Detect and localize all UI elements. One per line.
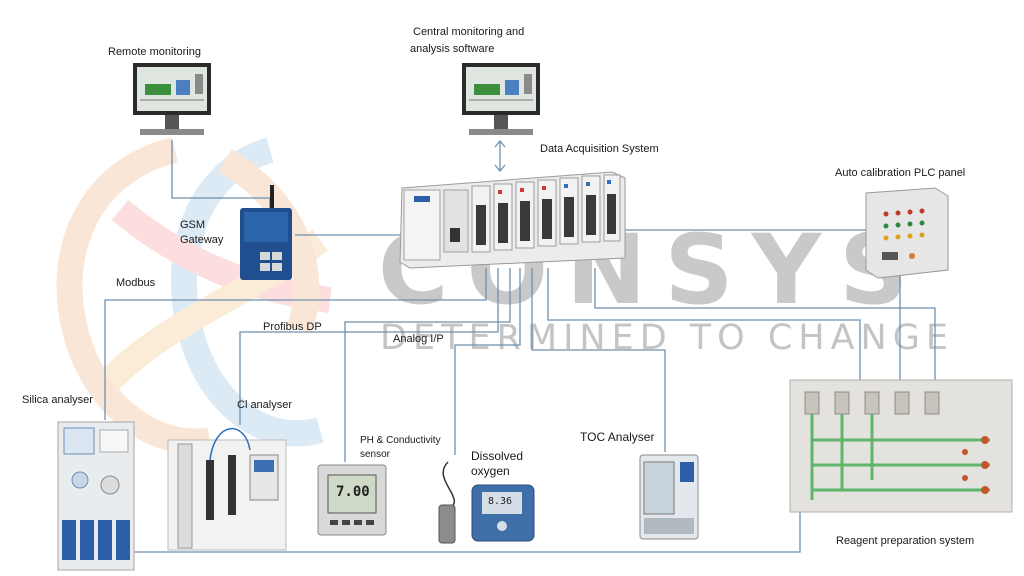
gsm-label-1: GSM [180, 219, 206, 231]
remote-monitoring-label: Remote monitoring [108, 46, 201, 58]
reagent-system-label: Reagent preparation system [836, 535, 975, 547]
do-label-1: Dissolved [471, 449, 524, 463]
toc-analyser-label: TOC Analyser [580, 430, 655, 444]
cl-analyser-label: Cl analyser [237, 399, 293, 411]
central-software-label-1: Central monitoring and [413, 26, 525, 38]
profibus-label: Profibus DP [263, 321, 322, 333]
do-meter-reading: 8.36 [488, 496, 513, 507]
do-label-2: oxygen [471, 464, 510, 478]
gsm-label-2: Gateway [180, 234, 224, 246]
ph-label-1: PH & Conductivity [360, 435, 441, 446]
analog-ip-label: Analog I/P [393, 333, 444, 345]
ph-label-2: sensor [360, 449, 391, 460]
ph-meter-reading: 7.00 [336, 484, 370, 500]
central-software-label-2: analysis software [410, 43, 495, 55]
modbus-label: Modbus [116, 277, 156, 289]
auto-calibration-label: Auto calibration PLC panel [835, 167, 966, 179]
silica-analyser-label: Silica analyser [22, 394, 93, 406]
data-acquisition-label: Data Acquisition System [540, 143, 659, 155]
